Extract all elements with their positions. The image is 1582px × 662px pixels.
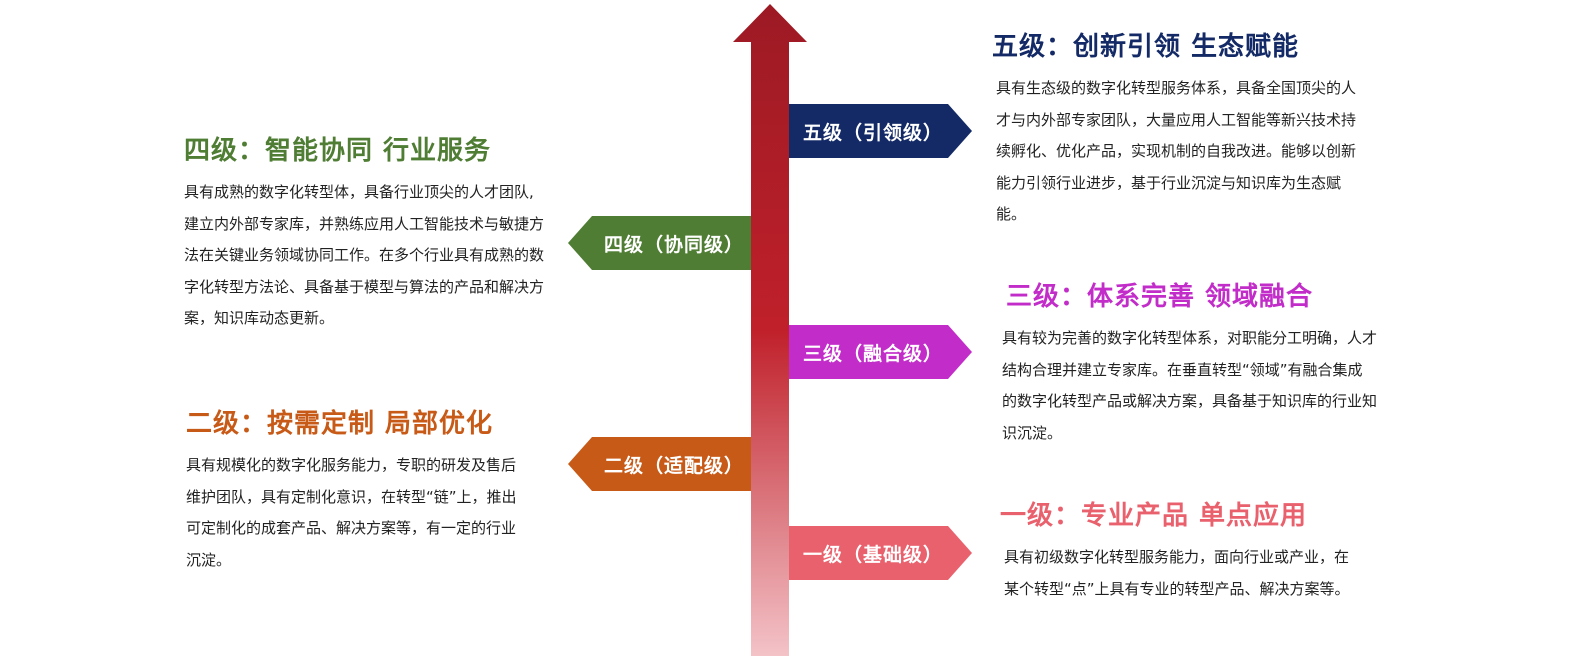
tag-level4-label: 四级（协同级） <box>604 233 745 256</box>
level3-desc: 具有较为完善的数字化转型体系，对职能分工明确，人才结构合理并建立专家库。在垂直转… <box>1002 329 1378 442</box>
level4-desc: 具有成熟的数字化转型体，具备行业顶尖的人才团队,建立内外部专家库，并熟练应用人工… <box>184 183 545 327</box>
tag-level5: 五级（引领级） <box>789 104 972 158</box>
tag-level2-label: 二级（适配级） <box>604 454 745 477</box>
tag-level3-label: 三级（融合级） <box>803 342 944 365</box>
tag-level1: 一级（基础级） <box>789 526 972 580</box>
tag-level5-label: 五级（引领级） <box>803 121 944 144</box>
level4-title: 四级：智能协同 行业服务 <box>184 136 492 166</box>
arrow-shape <box>733 4 807 656</box>
level2-desc: 具有规模化的数字化服务能力，专职的研发及售后维护团队，具有定制化意识，在转型“链… <box>186 456 517 569</box>
level4-block: 四级：智能协同 行业服务 具有成熟的数字化转型体，具备行业顶尖的人才团队,建立内… <box>184 130 554 335</box>
level3-title: 三级：体系完善 领域融合 <box>1006 282 1314 312</box>
tag-level2: 二级（适配级） <box>568 437 751 491</box>
level3-block: 三级：体系完善 领域融合 具有较为完善的数字化转型体系，对职能分工明确，人才结构… <box>1002 276 1381 449</box>
tag-level1-label: 一级（基础级） <box>803 543 944 566</box>
level5-desc: 具有生态级的数字化转型服务体系，具备全国顶尖的人才与内外部专家团队，大量应用人工… <box>996 79 1357 223</box>
level1-desc: 具有初级数字化转型服务能力，面向行业或产业，在某个转型“点”上具有专业的转型产品… <box>1004 548 1350 598</box>
level1-block: 一级：专业产品 单点应用 具有初级数字化转型服务能力，面向行业或产业，在某个转型… <box>1000 495 1370 605</box>
tag-level4: 四级（协同级） <box>568 216 751 270</box>
level5-block: 五级：创新引领 生态赋能 具有生态级的数字化转型服务体系，具备全国顶尖的人才与内… <box>992 26 1372 231</box>
level2-title: 二级：按需定制 局部优化 <box>186 409 494 439</box>
level5-title: 五级：创新引领 生态赋能 <box>992 32 1300 62</box>
level1-title: 一级：专业产品 单点应用 <box>1000 501 1308 531</box>
level2-block: 二级：按需定制 局部优化 具有规模化的数字化服务能力，专职的研发及售后维护团队，… <box>186 403 531 576</box>
tag-level3: 三级（融合级） <box>789 325 972 379</box>
